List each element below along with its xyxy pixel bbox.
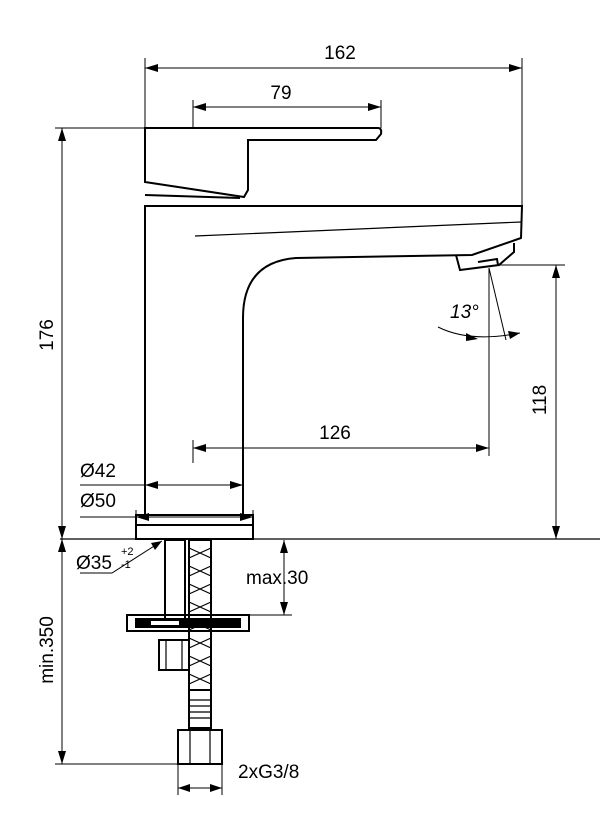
label-118: 118 (530, 385, 551, 415)
hose-ferrule (188, 689, 212, 729)
connection-nut-detail (189, 730, 211, 764)
lever-neck (144, 194, 241, 199)
connection-nut (177, 729, 223, 765)
label-o35: Ø35 (76, 553, 112, 574)
label-o50: Ø50 (80, 491, 116, 512)
dim-lever-length: 79 (192, 83, 382, 128)
label-176: 176 (37, 319, 58, 351)
label-min-350: min.350 (37, 616, 58, 684)
label-126: 126 (319, 423, 351, 444)
spout-crease (194, 221, 522, 237)
aerator-tip (477, 257, 499, 266)
label-o35-tol-plus: +2 (121, 546, 134, 558)
dim-base-diameter: Ø50 (80, 491, 254, 524)
dim-max-deck: max.30 (246, 540, 308, 616)
bracket-slot (135, 618, 241, 628)
label-162: 162 (324, 43, 356, 64)
dim-connection: 2xG3/8 (177, 762, 299, 795)
label-2xg3-8: 2xG3/8 (238, 762, 299, 783)
dim-spout-reach: 126 (192, 282, 490, 463)
nut-detail (165, 640, 183, 670)
base-plate (135, 524, 254, 540)
lever-handle (144, 127, 383, 199)
aerator (455, 243, 515, 272)
label-o35-tol-minus: -1 (121, 559, 131, 571)
label-79: 79 (270, 83, 291, 104)
label-13-degree: 13° (450, 302, 479, 323)
dim-overall-height: 176 (37, 127, 145, 539)
bracket-insert (149, 619, 181, 627)
dim-overall-length: 162 (144, 43, 523, 206)
fixing-nut (158, 639, 190, 671)
dim-hole-diameter: Ø35 +2 -1 (76, 540, 163, 574)
dim-body-diameter: Ø42 (80, 461, 244, 492)
mounting-bracket (126, 614, 250, 632)
tap-body (144, 205, 524, 516)
dim-min-hose: min.350 (37, 539, 178, 765)
threaded-stud (164, 539, 186, 626)
ferrule-thread (189, 699, 211, 719)
mounting-assembly (126, 539, 250, 765)
label-max-30: max.30 (246, 568, 308, 589)
dim-angle: 13° (437, 267, 521, 342)
label-o42: Ø42 (80, 461, 116, 482)
dim-spout-height: 118 (498, 264, 565, 539)
